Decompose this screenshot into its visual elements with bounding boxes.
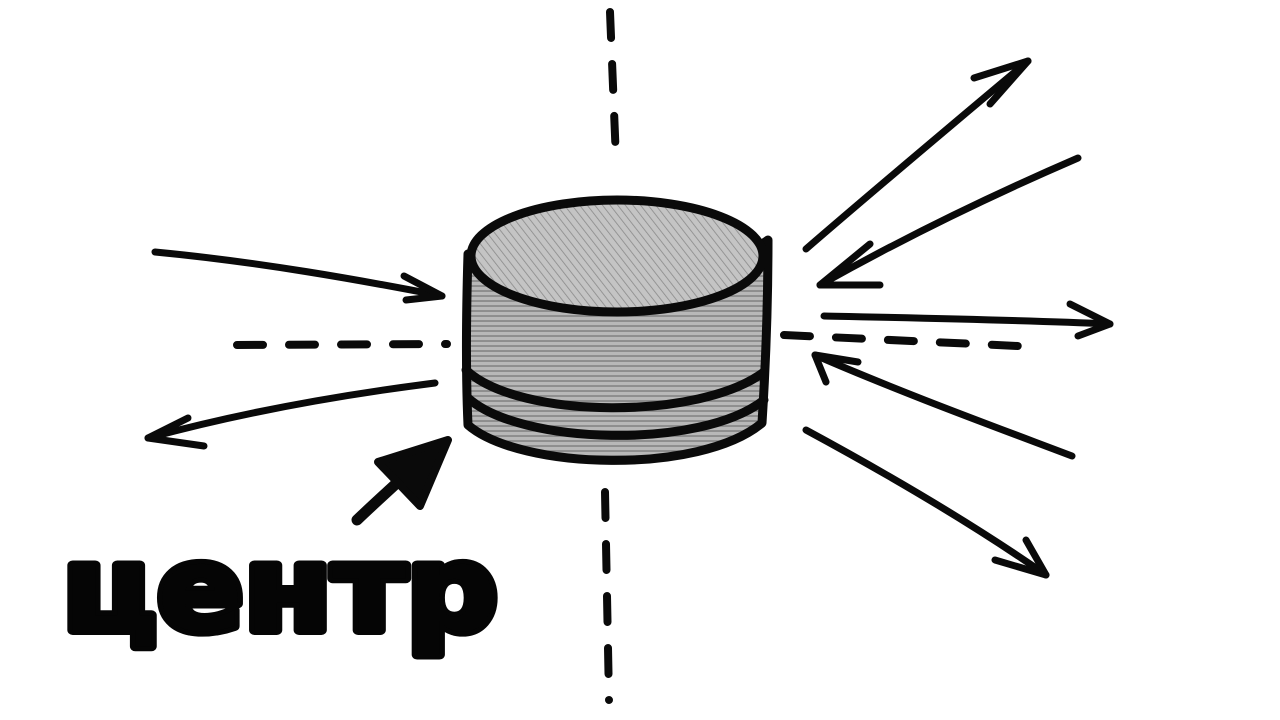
arrow-out-right: [820, 300, 1114, 340]
arrow-in-upper-right: [816, 154, 1082, 289]
arrow-out-lower-right: [802, 426, 1050, 579]
arrow-in-lower-right: [811, 351, 1076, 460]
hub-ring-lower: [463, 393, 769, 440]
vertical-axis: [601, 8, 620, 704]
horizontal-axis: [233, 331, 1022, 350]
axis-top-dashes: [606, 8, 620, 164]
hub-cylinder: [461, 195, 773, 465]
arrow-out-upper-right: [802, 57, 1032, 253]
arrow-in-left: [151, 248, 446, 304]
right-arrows: [802, 57, 1114, 579]
left-arrows: [144, 248, 446, 450]
axis-left-dashes: [233, 340, 451, 349]
arrow-out-left: [144, 379, 439, 450]
hub-ring-upper: [461, 365, 769, 413]
pointer-arrowhead: [374, 436, 452, 510]
axis-right-dashes: [780, 331, 1022, 350]
center-label: центр: [62, 520, 498, 658]
label-pointer-arrow: [351, 436, 452, 526]
hub-top-face: [466, 195, 768, 317]
axis-bottom-dashes: [601, 488, 613, 704]
